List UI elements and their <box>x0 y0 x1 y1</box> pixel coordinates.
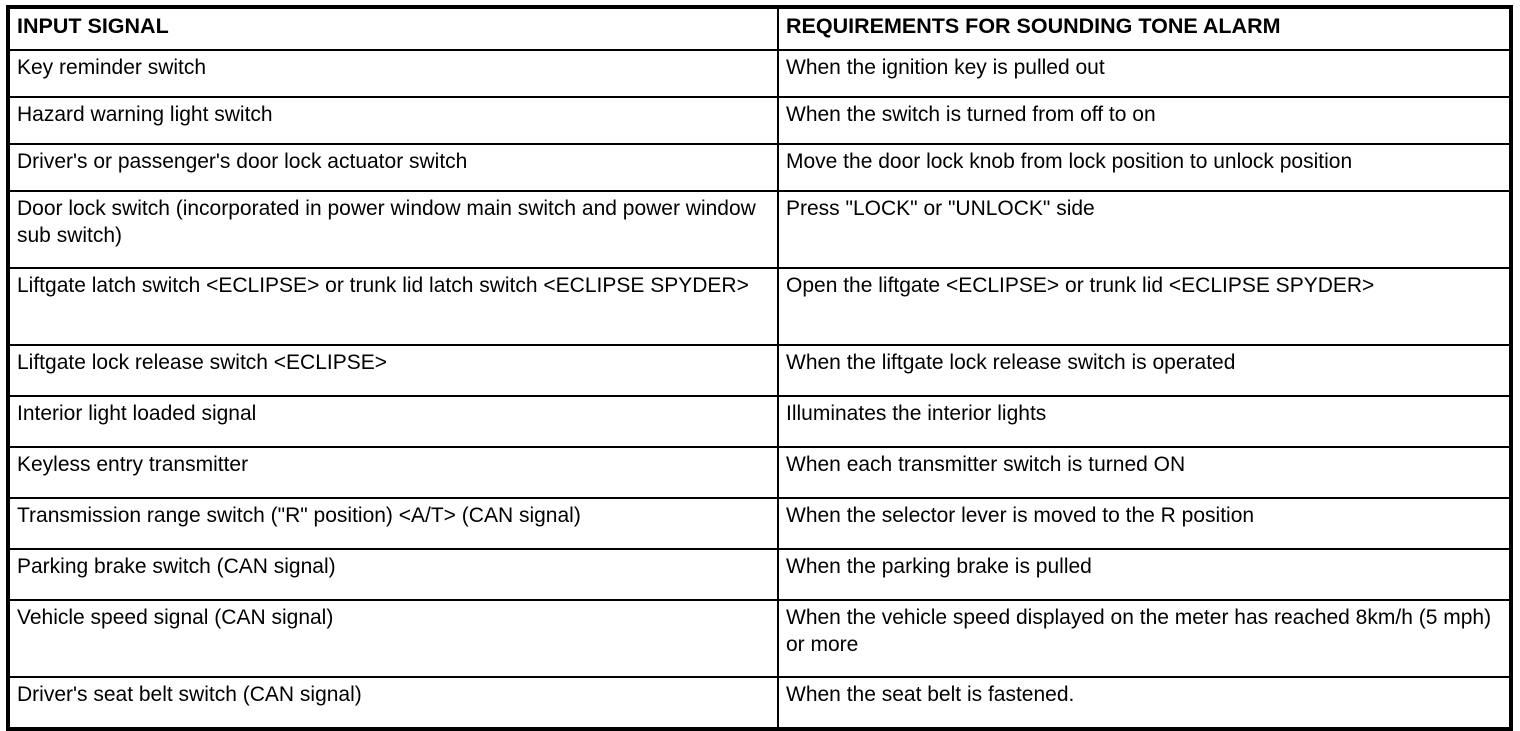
table-row: Transmission range switch ("R" position)… <box>7 497 1512 550</box>
column-header-input-signal: INPUT SIGNAL <box>7 6 779 51</box>
requirement-text: Move the door lock knob from lock positi… <box>786 150 1353 173</box>
requirement-text: When the liftgate lock release switch is… <box>786 351 1236 374</box>
table-row: Liftgate lock release switch <ECLIPSE> W… <box>7 344 1512 397</box>
requirement-text: When the seat belt is fastened. <box>786 683 1075 706</box>
table-row: Key reminder switch When the ignition ke… <box>7 49 1512 98</box>
cell-requirement: When the seat belt is fastened. <box>777 676 1512 730</box>
column-header-requirements: REQUIREMENTS FOR SOUNDING TONE ALARM <box>777 6 1512 51</box>
table-header-row: INPUT SIGNAL REQUIREMENTS FOR SOUNDING T… <box>7 6 1512 51</box>
input-signal-text: Liftgate latch switch <ECLIPSE> or trunk… <box>17 274 749 297</box>
cell-input-signal: Door lock switch (incorporated in power … <box>7 190 779 269</box>
cell-input-signal: Hazard warning light switch <box>7 96 779 145</box>
input-signal-text: Driver's seat belt switch (CAN signal) <box>17 683 362 706</box>
cell-input-signal: Liftgate lock release switch <ECLIPSE> <box>7 344 779 397</box>
table-row: Parking brake switch (CAN signal) When t… <box>7 548 1512 601</box>
specification-table-container: INPUT SIGNAL REQUIREMENTS FOR SOUNDING T… <box>6 5 1513 731</box>
table-row: Keyless entry transmitter When each tran… <box>7 446 1512 499</box>
requirement-text: When each transmitter switch is turned O… <box>786 453 1186 476</box>
tone-alarm-specification-table: INPUT SIGNAL REQUIREMENTS FOR SOUNDING T… <box>6 5 1513 731</box>
table-row: Liftgate latch switch <ECLIPSE> or trunk… <box>7 267 1512 346</box>
cell-input-signal: Interior light loaded signal <box>7 395 779 448</box>
input-signal-text: Transmission range switch ("R" position)… <box>17 504 581 527</box>
cell-requirement: When the liftgate lock release switch is… <box>777 344 1512 397</box>
cell-requirement: When the ignition key is pulled out <box>777 49 1512 98</box>
cell-input-signal: Keyless entry transmitter <box>7 446 779 499</box>
cell-requirement: Illuminates the interior lights <box>777 395 1512 448</box>
column-header-input-signal-label: INPUT SIGNAL <box>17 14 169 38</box>
input-signal-text: Interior light loaded signal <box>17 402 257 425</box>
cell-input-signal: Liftgate latch switch <ECLIPSE> or trunk… <box>7 267 779 346</box>
table-body: Key reminder switch When the ignition ke… <box>7 49 1512 730</box>
input-signal-text: Vehicle speed signal (CAN signal) <box>17 606 334 629</box>
requirement-text: When the selector lever is moved to the … <box>786 504 1255 527</box>
cell-input-signal: Transmission range switch ("R" position)… <box>7 497 779 550</box>
cell-input-signal: Key reminder switch <box>7 49 779 98</box>
input-signal-text: Parking brake switch (CAN signal) <box>17 555 336 578</box>
table-row: Hazard warning light switch When the swi… <box>7 96 1512 145</box>
table-row: Driver's seat belt switch (CAN signal) W… <box>7 676 1512 730</box>
requirement-text: When the parking brake is pulled <box>786 555 1092 578</box>
cell-input-signal: Vehicle speed signal (CAN signal) <box>7 599 779 678</box>
input-signal-text: Liftgate lock release switch <ECLIPSE> <box>17 351 388 374</box>
cell-requirement: When each transmitter switch is turned O… <box>777 446 1512 499</box>
cell-requirement: When the parking brake is pulled <box>777 548 1512 601</box>
cell-input-signal: Driver's or passenger's door lock actuat… <box>7 143 779 192</box>
cell-input-signal: Driver's seat belt switch (CAN signal) <box>7 676 779 730</box>
input-signal-text: Hazard warning light switch <box>17 103 273 126</box>
input-signal-text: Keyless entry transmitter <box>17 453 249 476</box>
cell-requirement: When the switch is turned from off to on <box>777 96 1512 145</box>
table-row: Interior light loaded signal Illuminates… <box>7 395 1512 448</box>
cell-requirement: Move the door lock knob from lock positi… <box>777 143 1512 192</box>
input-signal-text: Door lock switch (incorporated in power … <box>17 197 756 247</box>
table-header: INPUT SIGNAL REQUIREMENTS FOR SOUNDING T… <box>7 6 1512 51</box>
input-signal-text: Driver's or passenger's door lock actuat… <box>17 150 468 173</box>
table-row: Vehicle speed signal (CAN signal) When t… <box>7 599 1512 678</box>
input-signal-text: Key reminder switch <box>17 56 207 79</box>
column-header-requirements-label: REQUIREMENTS FOR SOUNDING TONE ALARM <box>786 14 1281 38</box>
requirement-text: Press "LOCK" or "UNLOCK" side <box>786 197 1095 220</box>
cell-requirement: When the selector lever is moved to the … <box>777 497 1512 550</box>
table-row: Driver's or passenger's door lock actuat… <box>7 143 1512 192</box>
cell-requirement: When the vehicle speed displayed on the … <box>777 599 1512 678</box>
cell-input-signal: Parking brake switch (CAN signal) <box>7 548 779 601</box>
requirement-text: Open the liftgate <ECLIPSE> or trunk lid… <box>786 274 1375 297</box>
requirement-text: When the switch is turned from off to on <box>786 103 1156 126</box>
cell-requirement: Open the liftgate <ECLIPSE> or trunk lid… <box>777 267 1512 346</box>
requirement-text: When the ignition key is pulled out <box>786 56 1105 79</box>
cell-requirement: Press "LOCK" or "UNLOCK" side <box>777 190 1512 269</box>
table-row: Door lock switch (incorporated in power … <box>7 190 1512 269</box>
requirement-text: When the vehicle speed displayed on the … <box>786 606 1492 656</box>
requirement-text: Illuminates the interior lights <box>786 402 1047 425</box>
